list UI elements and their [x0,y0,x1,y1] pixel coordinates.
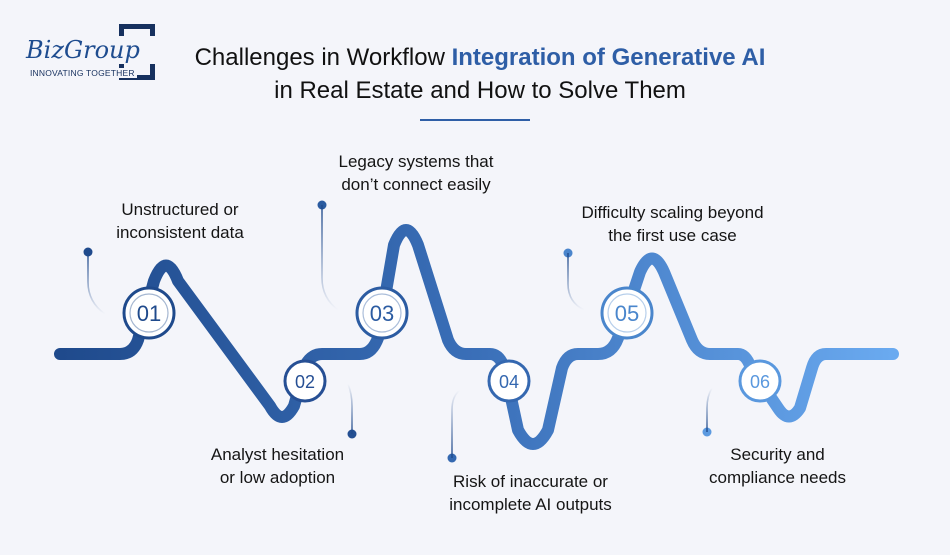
leader-line-03 [321,205,339,311]
badge-03: 03 [355,286,409,340]
badge-04: 04 [487,359,531,403]
badge-02: 02 [283,359,327,403]
challenge-05-line2: the first use case [608,226,737,245]
title-highlight: Integration of Generative AI [451,44,766,71]
challenge-06-line1: Security and [730,445,825,464]
logo-brand: BizGroup [26,36,158,64]
wave-line [54,224,899,450]
leader-line-06 [706,387,713,432]
badge-01: 01 [122,286,176,340]
leader-line-01 [87,252,106,315]
badge-06: 06 [738,359,782,403]
challenge-04-line1: Risk of inaccurate or [453,472,608,491]
badge-number-04: 04 [499,372,519,392]
leader-line-02 [347,383,353,434]
challenge-label-02: Analyst hesitation or low adoption [190,443,365,489]
title-part1: Challenges in Workflow [194,44,452,71]
badge-05: 05 [600,286,654,340]
badge-number-01: 01 [137,301,161,326]
challenge-06-line2: compliance needs [708,468,847,487]
challenge-02-line1: Analyst hesitation [210,445,345,464]
title-line2: in Real Estate and How to Solve Them [274,77,686,104]
challenge-01-line2: inconsistent data [116,223,244,242]
challenge-05-line1: Difficulty scaling beyond [581,203,764,222]
challenge-02-line2: or low adoption [219,468,336,487]
badge-number-05: 05 [615,301,639,326]
challenge-label-03: Legacy systems that don’t connect easily [316,150,516,196]
leader-lines [83,200,713,463]
badge-number-03: 03 [370,301,394,326]
badge-number-02: 02 [295,372,315,392]
number-badges: 01 02 03 04 05 06 [122,286,782,403]
challenge-04-line2: incomplete AI outputs [449,495,612,514]
challenge-03-line2: don’t connect easily [341,175,491,194]
leader-line-04 [451,389,461,458]
leader-line-05 [567,253,585,311]
bizgroup-logo: BizGroup INNOVATING TOGETHER [26,24,158,86]
challenge-label-01: Unstructured or inconsistent data [100,198,260,244]
challenge-03-line1: Legacy systems that [338,152,494,171]
challenge-01-line1: Unstructured or [121,200,239,219]
badge-number-06: 06 [750,372,770,392]
title-underline [420,119,530,121]
challenge-label-04: Risk of inaccurate or incomplete AI outp… [428,470,633,516]
page-title: Challenges in Workflow Integration of Ge… [160,41,800,107]
challenge-label-05: Difficulty scaling beyond the first use … [560,201,785,247]
logo-tagline: INNOVATING TOGETHER [30,68,137,78]
challenge-label-06: Security and compliance needs [690,443,865,489]
